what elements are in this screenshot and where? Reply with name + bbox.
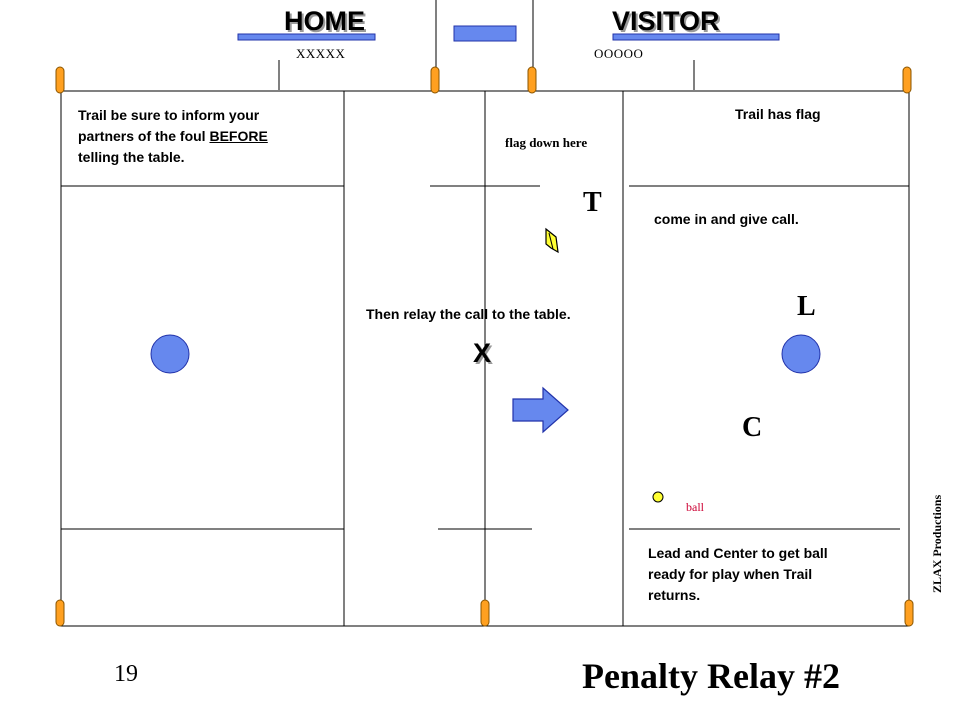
trail-official-marker: T bbox=[583, 187, 602, 218]
pylon bbox=[55, 599, 65, 627]
flag-down-note: flag down here bbox=[505, 135, 588, 150]
pylon bbox=[527, 66, 537, 94]
trail-inform-line-1: Trail be sure to inform your bbox=[78, 107, 260, 123]
visitor-bench-bar bbox=[612, 33, 780, 41]
trail-inform-line-3: telling the table. bbox=[78, 149, 185, 165]
trail-inform-line-2: partners of the foul BEFORE bbox=[78, 126, 268, 147]
ball-label: ball bbox=[686, 500, 704, 514]
slide-title: Penalty Relay #2 bbox=[582, 656, 840, 696]
home-goal-circle bbox=[150, 334, 190, 374]
lead-official-marker: L bbox=[797, 291, 816, 322]
trail-has-flag-note: Trail has flag bbox=[735, 106, 821, 122]
relay-note: Then relay the call to the table. bbox=[366, 306, 571, 322]
pylon bbox=[904, 599, 914, 627]
lead-center-line-2: ready for play when Trail bbox=[648, 566, 813, 582]
lead-center-line-1: Lead and Center to get ball bbox=[648, 545, 828, 561]
lead-center-note: Lead and Center to get ball ready for pl… bbox=[648, 543, 828, 606]
home-bench-bar bbox=[237, 33, 376, 41]
home-label: HOME bbox=[284, 6, 365, 36]
penalty-flag-crease bbox=[548, 232, 554, 250]
visitor-label: VISITOR bbox=[612, 6, 720, 36]
table-box bbox=[453, 25, 517, 42]
visitor-team-marks: OOOOO bbox=[594, 46, 644, 61]
visitor-goal-circle bbox=[781, 334, 821, 374]
penalty-flag-icon bbox=[545, 227, 559, 254]
lead-center-line-3: returns. bbox=[648, 587, 701, 603]
pylon bbox=[480, 599, 490, 627]
center-official-marker: C bbox=[742, 412, 763, 443]
come-in-note: come in and give call. bbox=[654, 211, 799, 227]
home-team-marks: XXXXX bbox=[296, 46, 346, 61]
pylon bbox=[430, 66, 440, 94]
trail-inform-line-2-text: partners of the foul bbox=[78, 128, 210, 144]
direction-arrow-icon bbox=[512, 386, 569, 434]
trail-inform-emphasis: BEFORE bbox=[209, 128, 268, 144]
trail-inform-note: Trail be sure to inform your partners of… bbox=[78, 105, 268, 168]
pylon bbox=[902, 66, 912, 94]
foul-location-marker: X bbox=[473, 338, 492, 368]
production-credit: ZLAX Productions bbox=[930, 494, 944, 593]
slide-number: 19 bbox=[114, 661, 138, 687]
pylon bbox=[55, 66, 65, 94]
ball-icon bbox=[652, 491, 664, 503]
